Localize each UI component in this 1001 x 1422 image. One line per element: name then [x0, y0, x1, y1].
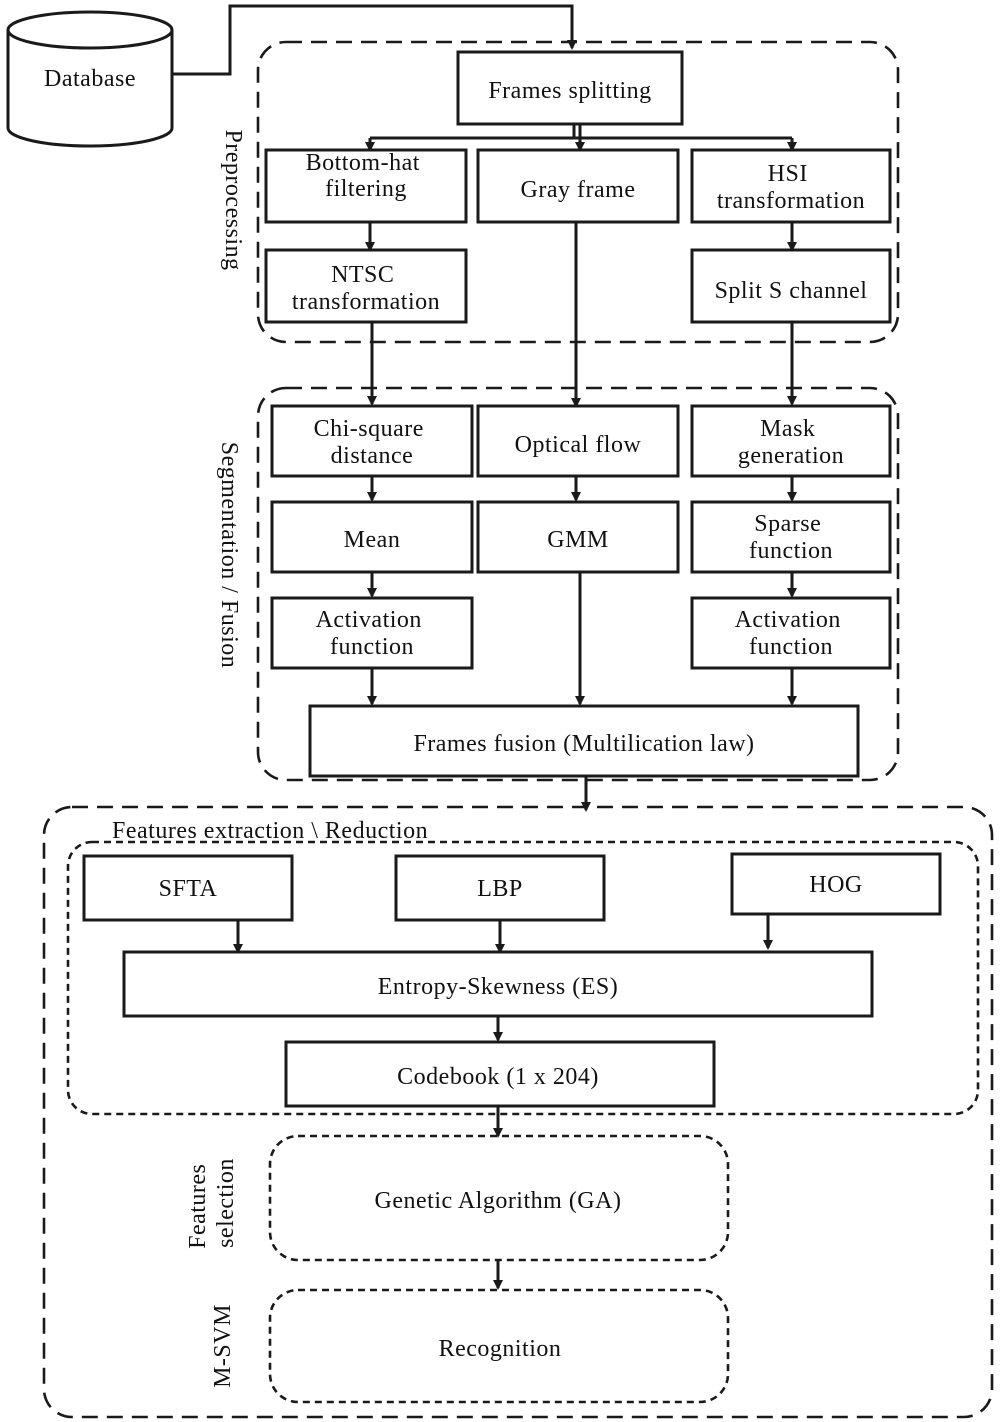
frames-fusion-label: Frames fusion (Multilication law)	[413, 731, 754, 757]
database-cylinder-top	[6, 10, 174, 50]
bottom-hat-line2: filtering	[325, 176, 407, 202]
codebook-node: Codebook (1 x 204)	[284, 1040, 716, 1108]
mask-generation-node: Mask generation	[690, 404, 892, 478]
frames-splitting-node: Frames splitting	[456, 50, 684, 126]
chi-square-label: Chi-square distance	[314, 416, 431, 469]
features-extraction-inner-group	[66, 840, 980, 1116]
hog-node: HOG	[730, 852, 942, 916]
ntsc-line1: NTSC	[331, 262, 394, 288]
activation-left-line1: Activation	[316, 607, 422, 633]
hsi-line1: HSI	[768, 161, 808, 187]
codebook-label: Codebook (1 x 204)	[397, 1064, 599, 1090]
features-selection-label-line2: selection	[213, 1158, 239, 1248]
mask-generation-line1: Mask	[760, 416, 815, 442]
optical-flow-node: Optical flow	[476, 404, 680, 478]
msvm-group	[268, 1288, 730, 1404]
bottom-hat-label: Bottom-hat filtering	[306, 150, 427, 202]
optical-flow-label: Optical flow	[515, 432, 642, 458]
entropy-skewness-label: Entropy-Skewness (ES)	[378, 974, 618, 1000]
chi-square-line1: Chi-square	[314, 416, 424, 442]
activation-left-label: Activation function	[316, 607, 429, 660]
hsi-line2: transformation	[717, 188, 865, 214]
frames-fusion-node: Frames fusion (Multilication law)	[308, 704, 860, 778]
preprocessing-group	[256, 40, 900, 344]
gray-frame-node: Gray frame	[476, 148, 680, 224]
lbp-label: LBP	[477, 876, 523, 902]
database-node: Database	[6, 10, 174, 148]
ntsc-node: NTSC transformation	[264, 248, 468, 324]
sfta-node: SFTA	[82, 854, 294, 922]
chi-square-node: Chi-square distance	[270, 404, 474, 478]
gmm-label: GMM	[547, 527, 609, 553]
edge-database-frames	[172, 4, 577, 76]
segmentation-fusion-label: Segmentation / Fusion	[216, 442, 242, 669]
ntsc-line2: transformation	[292, 289, 440, 315]
lbp-node: LBP	[394, 854, 606, 922]
mask-generation-line2: generation	[738, 443, 844, 469]
chi-square-line2: distance	[331, 443, 414, 469]
gray-frame-label: Gray frame	[521, 177, 636, 203]
features-selection-label-line1: Features	[185, 1164, 211, 1249]
activation-left-line2: function	[330, 634, 414, 660]
features-extraction-label: Features extraction \ Reduction	[112, 818, 428, 844]
mask-generation-label: Mask generation	[738, 416, 844, 469]
activation-right-node: Activation function	[690, 596, 892, 670]
hsi-node: HSI transformation	[690, 148, 892, 224]
activation-right-line1: Activation	[735, 607, 841, 633]
hsi-label: HSI transformation	[717, 161, 865, 214]
edges	[172, 4, 797, 1290]
ntsc-label: NTSC transformation	[292, 262, 440, 315]
hog-label: HOG	[809, 872, 863, 898]
recognition-label: Recognition	[439, 1336, 562, 1362]
mean-label: Mean	[344, 527, 401, 553]
split-s-label: Split S channel	[715, 278, 868, 304]
msvm-label: M-SVM	[210, 1304, 236, 1388]
entropy-skewness-node: Entropy-Skewness (ES)	[122, 950, 874, 1018]
mean-node: Mean	[270, 500, 474, 574]
sparse-function-label: Sparse function	[749, 511, 833, 564]
sfta-label: SFTA	[159, 876, 218, 902]
genetic-algorithm-label: Genetic Algorithm (GA)	[375, 1188, 622, 1214]
gmm-node: GMM	[476, 500, 680, 574]
sparse-function-line2: function	[749, 538, 833, 564]
split-s-node: Split S channel	[690, 248, 892, 324]
activation-right-line2: function	[749, 634, 833, 660]
segmentation-fusion-group	[256, 386, 900, 782]
database-label: Database	[44, 66, 136, 92]
database-cylinder-body	[6, 30, 174, 148]
sparse-function-node: Sparse function	[690, 500, 892, 574]
features-reduction-group	[42, 805, 994, 1419]
preprocessing-label: Preprocessing	[220, 129, 246, 270]
features-selection-label: Features selection	[185, 1157, 239, 1249]
activation-left-node: Activation function	[270, 596, 474, 670]
activation-right-label: Activation function	[735, 607, 848, 660]
frames-splitting-label: Frames splitting	[488, 78, 651, 104]
bottom-hat-node: Bottom-hat filtering	[264, 148, 468, 224]
sparse-function-line1: Sparse	[754, 511, 821, 537]
bottom-hat-line1: Bottom-hat	[306, 150, 420, 176]
